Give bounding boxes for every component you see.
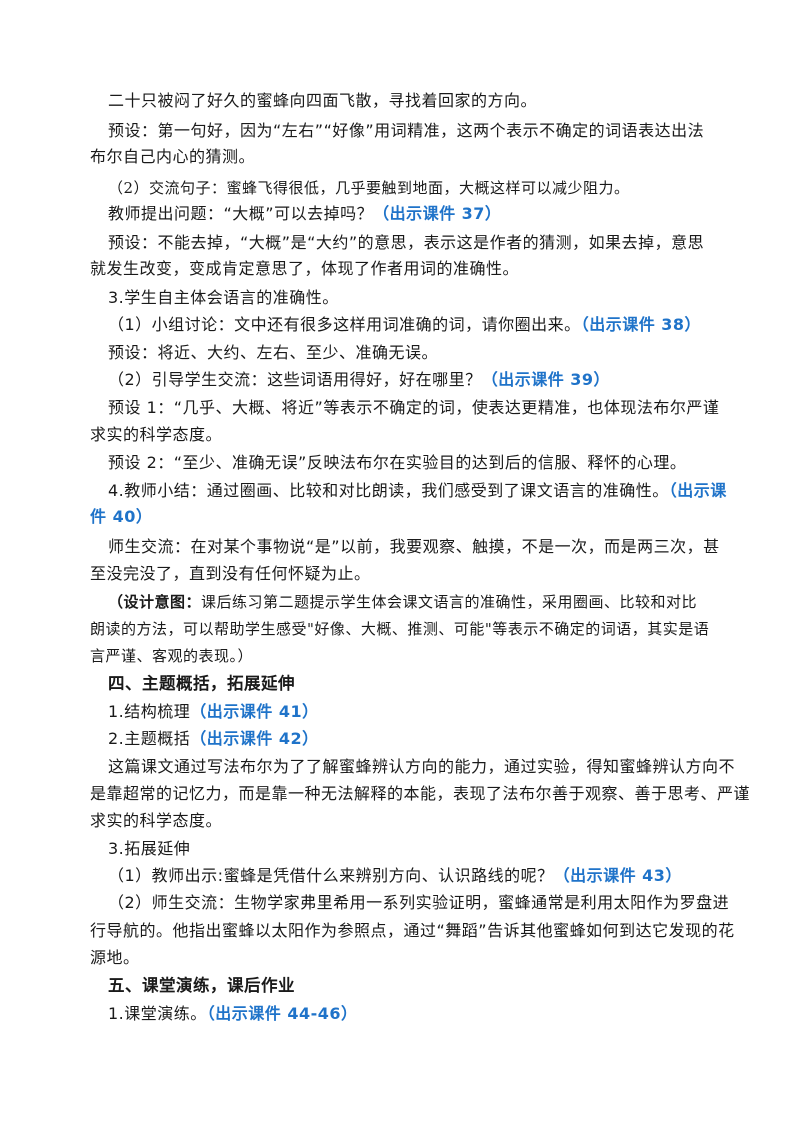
paragraph-line: 教师提出问题：“大概”可以去掉吗？（出示课件 37） bbox=[108, 204, 502, 223]
courseware-ref: （出示课件 42） bbox=[190, 729, 319, 748]
paragraph-line: 求实的科学态度。 bbox=[90, 811, 223, 830]
paragraph-line: 这篇课文通过写法布尔为了了解蜜蜂辨认方向的能力，通过实验，得知蜜蜂辨认方向不 bbox=[108, 757, 736, 776]
section-line: 2.主题概括（出示课件 42） bbox=[108, 729, 319, 748]
paragraph-line: 是靠超常的记忆力，而是靠一种无法解释的本能，表现了法布尔善于观察、善于思考、严谨 bbox=[90, 784, 751, 803]
paragraph-line: 件 40） bbox=[90, 507, 152, 527]
paragraph-line: 预设：不能去掉，“大概”是“大约”的意思，表示这是作者的猜测，如果去掉，意思 bbox=[108, 233, 705, 252]
courseware-ref: （出示课件 38） bbox=[580, 315, 702, 334]
section-heading: 五、课堂演练，课后作业 bbox=[108, 976, 295, 995]
design-intent-line: 朗读的方法，可以帮助学生感受"好像、大概、推测、可能"等表示不确定的词语，其实是… bbox=[90, 620, 710, 638]
paragraph-line: （2）师生交流：生物学家弗里希用一系列实验证明，蜜蜂通常是利用太阳作为罗盘进 bbox=[108, 893, 730, 912]
courseware-ref: （出示课件 37） bbox=[373, 204, 502, 223]
paragraph-line: 行导航的。他指出蜜蜂以太阳作为参照点，通过“舞蹈”告诉其他蜜蜂如何到达它发现的花 bbox=[90, 921, 735, 940]
courseware-ref: 件 40） bbox=[90, 507, 153, 526]
design-intent-line: 言严谨、客观的表现。） bbox=[90, 647, 254, 665]
courseware-ref: （出示课件 44-46） bbox=[206, 1004, 358, 1023]
paragraph-line: 求实的科学态度。 bbox=[90, 425, 223, 444]
design-intent-label: （设计意图： bbox=[108, 593, 202, 611]
paragraph-line: 二十只被闷了好久的蜜蜂向四面飞散，寻找着回家的方向。 bbox=[108, 91, 538, 110]
section-line: 3.学生自主体会语言的准确性。 bbox=[108, 288, 339, 307]
paragraph-line: 源地。 bbox=[90, 948, 140, 967]
paragraph-line: 预设：将近、大约、左右、至少、准确无误。 bbox=[108, 343, 439, 362]
paragraph-line: 预设：第一句好，因为“左右”“好像”用词精准，这两个表示不确定的词语表达出法 bbox=[108, 121, 705, 140]
paragraph-line: 预设 1：“几乎、大概、将近”等表示不确定的词，使表达更精准，也体现法布尔严谨 bbox=[108, 398, 720, 417]
courseware-ref: （出示课件 43） bbox=[553, 866, 682, 885]
paragraph-line: （1）教师出示:蜜蜂是凭借什么来辨别方向、认识路线的呢？（出示课件 43） bbox=[108, 866, 682, 885]
courseware-ref: （出示课件 41） bbox=[190, 702, 319, 721]
paragraph-line: （2）交流句子：蜜蜂飞得很低，几乎要触到地面，大概这样可以减少阻力。 bbox=[108, 179, 630, 197]
courseware-ref: （出示课件 39） bbox=[481, 370, 611, 389]
paragraph-line: （1）小组讨论：文中还有很多这样用词准确的词，请你圈出来。（出示课件 38） bbox=[108, 315, 702, 334]
paragraph-line: 预设 2：“至少、准确无误”反映法布尔在实验目的达到后的信服、释怀的心理。 bbox=[108, 453, 687, 472]
paragraph-line: 师生交流：在对某个事物说“是”以前，我要观察、触摸，不是一次，而是两三次，甚 bbox=[108, 537, 720, 556]
courseware-ref: （出示课 bbox=[668, 481, 727, 500]
design-intent-line: （设计意图：课后练习第二题提示学生体会课文语言的准确性，采用圈画、比较和对比 bbox=[108, 593, 698, 611]
paragraph-line: 至没完没了，直到没有任何怀疑为止。 bbox=[90, 564, 371, 583]
paragraph-line: 4.教师小结：通过圈画、比较和对比朗读，我们感受到了课文语言的准确性。（出示课 bbox=[108, 481, 727, 500]
section-line: 1.结构梳理（出示课件 41） bbox=[108, 702, 319, 721]
paragraph-line: 就发生改变，变成肯定意思了，体现了作者用词的准确性。 bbox=[90, 259, 520, 278]
section-line: 1.课堂演练。（出示课件 44-46） bbox=[108, 1004, 358, 1023]
section-line: 3.拓展延伸 bbox=[108, 839, 191, 858]
section-heading: 四、主题概括，拓展延伸 bbox=[108, 674, 295, 693]
paragraph-line: 布尔自己内心的猜测。 bbox=[90, 147, 256, 166]
paragraph-line: （2）引导学生交流：这些词语用得好，好在哪里？（出示课件 39） bbox=[108, 370, 611, 389]
